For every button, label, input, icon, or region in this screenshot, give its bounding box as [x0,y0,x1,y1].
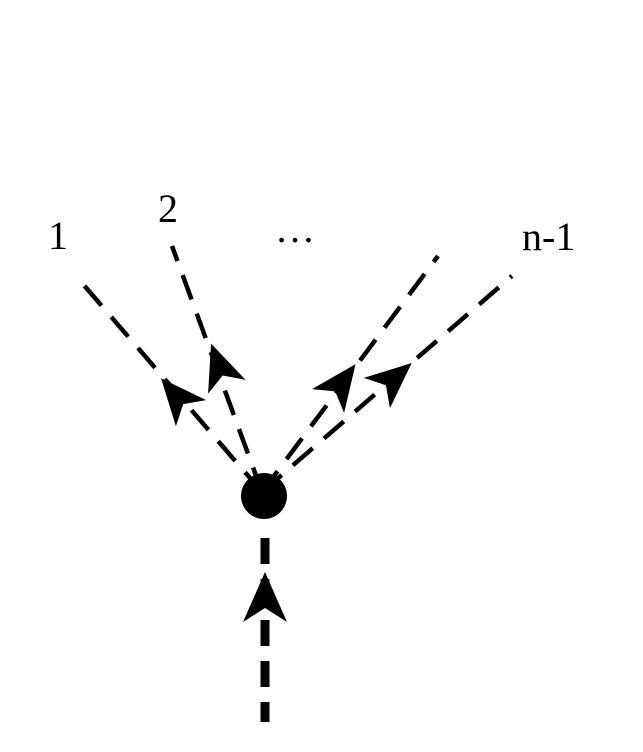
arrow-icon-branch-last [363,363,412,409]
arrow-icon-branch-2 [208,343,246,394]
arrow-icon-branch-3 [312,364,356,413]
label-ellipsis: … [275,206,317,251]
vertex-dot [241,473,287,519]
arrow-icon-branch-1 [161,378,207,427]
branches [74,245,514,494]
label-branch-last: n-1 [522,214,575,259]
arrowheads [161,343,412,622]
arrow-icon-incoming [243,572,287,622]
label-branch-2: 2 [158,186,178,231]
label-branch-1: 1 [48,213,68,258]
